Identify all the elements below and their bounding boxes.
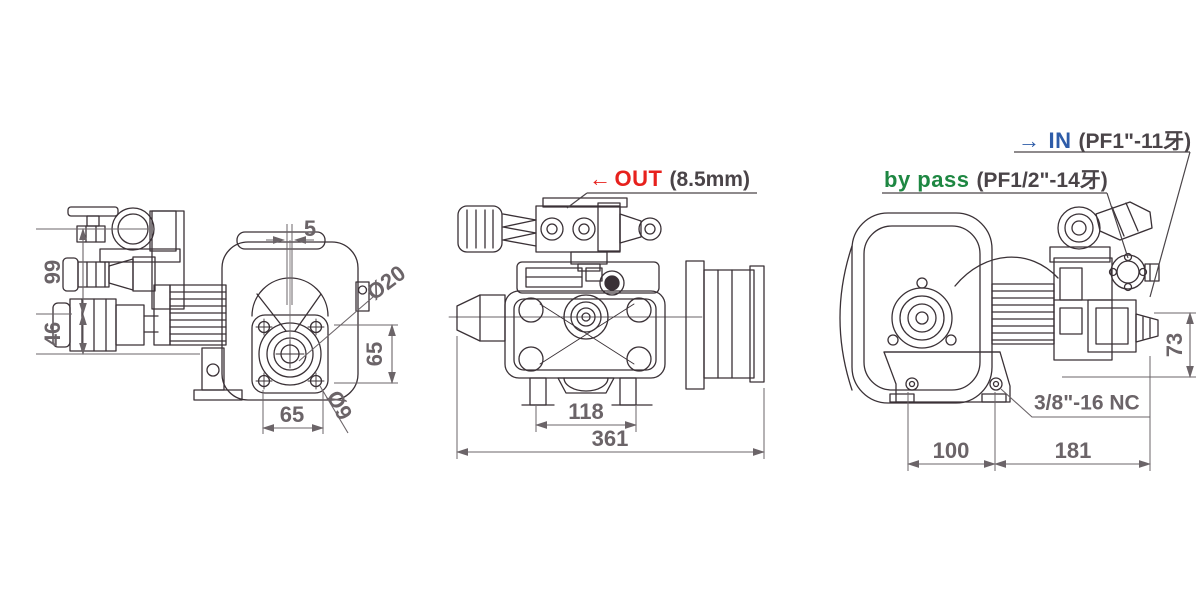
drive-housing: [685, 260, 765, 390]
in-leader: [1014, 151, 1191, 298]
dim-46: 46: [40, 322, 65, 346]
dim-73: 73: [1162, 333, 1187, 357]
dim-65-vertical: 65: [362, 342, 387, 366]
bearing-boss: [887, 277, 957, 349]
cylinder-fins-left: [153, 284, 227, 346]
right-view-drawing: [839, 201, 1160, 404]
dim-65-horizontal: 65: [280, 402, 304, 427]
suction-barb-fitting: [62, 256, 156, 292]
outlet-fitting-right: [1087, 299, 1159, 353]
base-bracket: [883, 351, 1011, 403]
thread-leader: [1000, 388, 1150, 418]
bypass-port-label: by pass (PF1/2"-14牙): [884, 168, 1108, 193]
cylinder-fins-right: [991, 283, 1055, 345]
mounting-flange: [251, 314, 329, 394]
pressure-regulator-knob: [457, 205, 503, 253]
dim-181: 181: [1055, 438, 1092, 463]
dim-99: 99: [40, 260, 65, 284]
bypass-port-flange: [1108, 252, 1160, 292]
thread-spec-label: 3/8"-16 NC: [1034, 392, 1140, 415]
in-port-name: IN: [1048, 128, 1072, 153]
dim-118: 118: [568, 399, 604, 424]
regulator-spring: [502, 213, 537, 247]
outlet-valve-body: [535, 197, 662, 272]
leader-lines: [566, 151, 1191, 298]
dimension-lines: [79, 227, 1194, 468]
inlet-port-assembly: [1049, 201, 1153, 263]
discharge-barb-fitting: [52, 298, 159, 352]
pump-body-left: [221, 231, 370, 401]
left-view-drawing: [52, 206, 370, 401]
in-port-label: → IN (PF1"-11牙): [1018, 129, 1191, 154]
dim-100: 100: [933, 438, 970, 463]
relief-valve-assembly: [67, 206, 185, 310]
dim-361: 361: [592, 426, 629, 451]
out-arrow-icon: ←: [589, 166, 612, 191]
out-port-label: ←OUT (8.5mm): [589, 167, 750, 192]
out-leader: [566, 192, 757, 209]
in-arrow-icon: →: [1018, 128, 1041, 153]
in-port-spec: (PF1"-11牙): [1078, 130, 1192, 153]
mounting-legs: [521, 377, 653, 406]
out-port-spec: (8.5mm): [669, 168, 750, 191]
bypass-port-spec: (PF1/2"-14牙): [976, 169, 1108, 192]
front-view-drawing: [448, 197, 765, 406]
bypass-leader: [882, 192, 1129, 259]
mounting-bracket-left: [193, 347, 243, 401]
dim-5: 5: [304, 216, 316, 241]
pump-head: [448, 261, 703, 379]
dimension-labels: 99 46 5 Ø20 65 65 Ø9 118 361 73 100 181 …: [40, 216, 1187, 463]
dim-dia9: Ø9: [322, 386, 358, 424]
out-port-name: OUT: [614, 166, 663, 191]
crankcase: [839, 212, 1059, 404]
hole-dia-leader: [319, 385, 349, 434]
valve-manifold-right: [1053, 257, 1113, 361]
bypass-port-name: by pass: [884, 167, 970, 192]
shaft-dia-leader: [298, 296, 374, 362]
